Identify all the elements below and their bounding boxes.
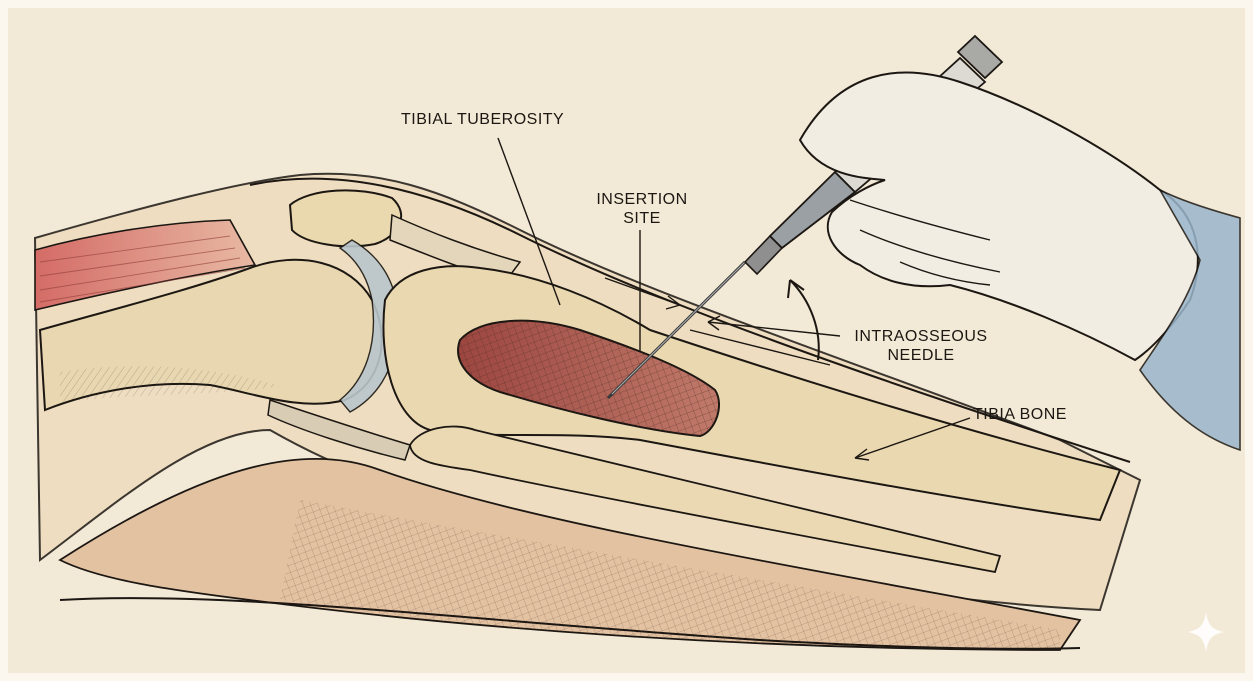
label-intraosseous-needle-line2: NEEDLE — [846, 346, 996, 365]
label-insertion-site-line1: INSERTION — [586, 190, 698, 209]
label-insertion-site-line2: SITE — [586, 209, 698, 228]
label-tibia-bone: TIBIA BONE — [973, 405, 1067, 424]
label-tibial-tuberosity: TIBIAL TUBEROSITY — [401, 110, 564, 129]
label-insertion-site: INSERTION SITE — [586, 190, 698, 228]
patella — [290, 190, 401, 246]
label-intraosseous-needle-line1: INTRAOSSEOUS — [846, 327, 996, 346]
label-intraosseous-needle: INTRAOSSEOUS NEEDLE — [846, 327, 996, 365]
